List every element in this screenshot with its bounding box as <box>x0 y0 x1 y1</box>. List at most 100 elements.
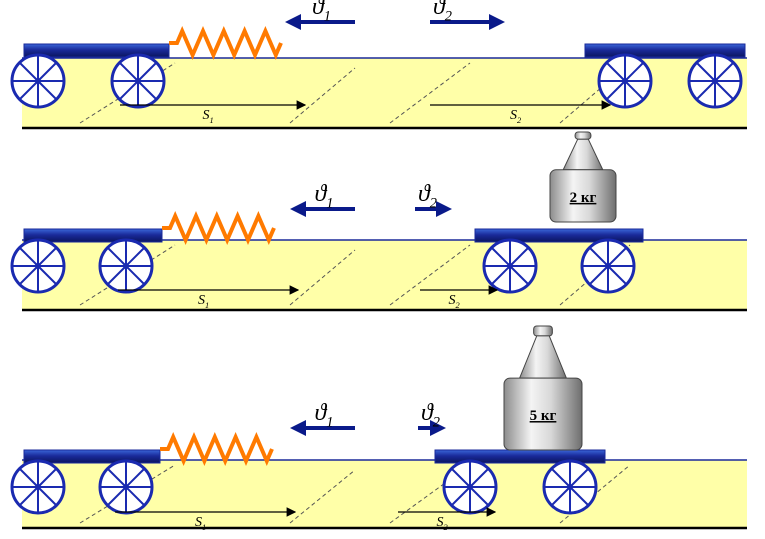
motion-trace-dashed <box>559 244 631 306</box>
wheel-spoke <box>106 246 127 267</box>
distance-s1-label-subscript: 1 <box>202 523 206 532</box>
wheel-spoke <box>695 80 716 101</box>
wheel-spoke <box>37 486 58 507</box>
cart-wheel <box>98 238 154 294</box>
wheel-spoke <box>118 80 139 101</box>
arrow-head <box>290 420 306 436</box>
weight-neck <box>562 138 604 171</box>
wheel-spoke <box>490 246 511 267</box>
wheel-hub <box>622 78 628 84</box>
cart-wheel <box>580 238 636 294</box>
cart-platform <box>434 449 606 464</box>
wheel-spoke <box>125 265 146 286</box>
distance-s2-label-subscript: 2 <box>517 116 521 125</box>
mass-weight: 5 кг <box>503 325 583 451</box>
cart-wheel <box>442 459 498 515</box>
weight-label: 5 кг <box>530 408 557 424</box>
arrow-head <box>430 420 446 436</box>
left-cart <box>10 228 163 294</box>
velocity-arrow-2 <box>418 420 446 436</box>
wheel-spoke <box>490 265 511 286</box>
wheel-spoke <box>37 467 58 488</box>
wheel-hub <box>135 78 141 84</box>
wheel-spoke <box>588 246 609 267</box>
wheel-spoke <box>605 61 626 82</box>
velocity-label-2: ϑ2 <box>418 181 437 212</box>
distance-s1: S1 <box>120 100 307 125</box>
wheel-spoke <box>18 265 39 286</box>
velocity-arrow-1 <box>285 14 355 30</box>
distance-s2-label-symbol: S <box>437 515 444 530</box>
cart-platform <box>474 228 644 243</box>
weight-neck <box>518 335 568 379</box>
distance-s2: S2 <box>398 507 497 532</box>
weight-body <box>549 169 617 223</box>
compressed-spring <box>169 25 283 61</box>
wheel-hub <box>35 263 41 269</box>
motion-trace-dashed <box>289 67 356 124</box>
velocity-label-1: ϑ1 <box>315 400 334 431</box>
cart-wheel <box>10 459 66 515</box>
wheel-spoke <box>469 486 490 507</box>
wheel-hub <box>123 263 129 269</box>
wheel-spoke <box>509 265 530 286</box>
cart-wheel <box>110 53 166 109</box>
distance-s2: S2 <box>430 100 612 125</box>
velocity-label-2: ϑ2 <box>421 400 440 431</box>
weight-knob <box>533 325 553 337</box>
cart-wheel <box>98 459 154 515</box>
compressed-spring <box>160 431 274 467</box>
wheel-spoke <box>714 61 735 82</box>
motion-trace-dashed <box>389 244 471 306</box>
motion-trace-dashed <box>289 249 356 306</box>
motion-trace-dashed <box>389 464 471 524</box>
velocity-label-1-subscript: 1 <box>326 415 333 431</box>
motion-trace-dashed <box>79 464 176 524</box>
velocity-label-1: ϑ1 <box>315 181 334 212</box>
right-cart <box>584 43 746 109</box>
velocity-arrow-1 <box>290 420 355 436</box>
wheel-spoke <box>550 486 571 507</box>
cart-platform <box>23 43 170 58</box>
wheel-hub <box>35 78 41 84</box>
wheel-hub <box>35 484 41 490</box>
wheel-spoke <box>137 80 158 101</box>
velocity-label-2-subscript: 2 <box>433 415 440 431</box>
weight-label: 2 кг <box>570 190 597 206</box>
velocity-arrow-2 <box>430 14 505 30</box>
weight-body <box>503 377 583 451</box>
wheel-spoke <box>18 467 39 488</box>
arrow-head <box>436 201 452 217</box>
wheel-spoke <box>469 467 490 488</box>
wheel-spoke <box>125 246 146 267</box>
motion-trace-dashed <box>559 62 631 124</box>
wheel-spoke <box>607 246 628 267</box>
wheel-spoke <box>118 61 139 82</box>
velocity-label-2: ϑ2 <box>433 0 452 25</box>
velocity-label-2-symbol: ϑ <box>421 400 434 426</box>
distance-s1-label-subscript: 1 <box>205 301 209 310</box>
wheel-hub <box>507 263 513 269</box>
wheel-spoke <box>18 246 39 267</box>
cart-wheel <box>542 459 598 515</box>
distance-s1-label-symbol: S <box>198 293 205 308</box>
wheel-hub <box>605 263 611 269</box>
motion-trace-dashed <box>389 62 471 124</box>
wheel-spoke <box>624 80 645 101</box>
velocity-label-2-symbol: ϑ <box>418 181 431 207</box>
wheel-hub <box>712 78 718 84</box>
wheel-spoke <box>605 80 626 101</box>
wheel-spoke <box>695 61 716 82</box>
cart-wheel <box>10 53 66 109</box>
wheel-spoke <box>624 61 645 82</box>
wheel-spoke <box>37 246 58 267</box>
velocity-label-1-subscript: 1 <box>326 196 333 212</box>
wheel-spoke <box>125 486 146 507</box>
wheel-spoke <box>509 246 530 267</box>
velocity-arrow-1 <box>290 201 355 217</box>
wheel-spoke <box>569 467 590 488</box>
distance-s2-label-symbol: S <box>510 108 517 123</box>
